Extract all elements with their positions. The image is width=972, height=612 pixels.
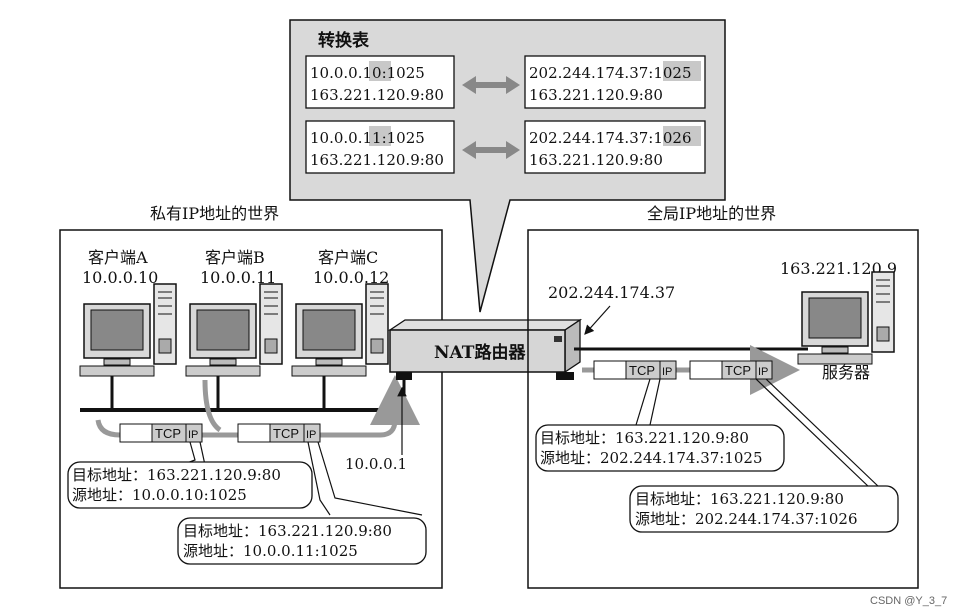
packet-ip-label: IP xyxy=(306,429,316,441)
client-b-ip: 10.0.0.11 xyxy=(200,268,276,287)
global-packet-1: TCP IP xyxy=(593,360,677,380)
private-packet-2-dst: 目标地址：163.221.120.9:80 xyxy=(183,522,392,540)
packet-ip-label: IP xyxy=(758,366,768,378)
global-packet-2-info xyxy=(629,485,899,533)
client-c-name: 客户端C xyxy=(318,248,378,267)
private-entry-2-dest: 163.221.120.9:80 xyxy=(310,151,444,169)
client-b-computer-icon xyxy=(185,283,283,377)
private-packet-2: TCP IP xyxy=(237,423,321,443)
private-packet-1-info xyxy=(67,461,313,509)
client-b-name: 客户端B xyxy=(205,248,265,267)
packet-ip-label: IP xyxy=(188,429,198,441)
watermark: CSDN @Y_3_7 xyxy=(870,595,947,607)
global-entry-1-dest: 163.221.120.9:80 xyxy=(529,86,663,104)
global-entry-2-dest: 163.221.120.9:80 xyxy=(529,151,663,169)
packet-tcp-label: TCP xyxy=(155,426,181,441)
global-packet-2-src: 源地址：202.244.174.37:1026 xyxy=(635,510,858,528)
leader-2 xyxy=(307,441,331,516)
global-packet-1-dst: 目标地址：163.221.120.9:80 xyxy=(540,429,749,447)
leader-4b xyxy=(765,378,881,489)
private-entry-1-highlight xyxy=(369,61,391,81)
global-entry-2-addr: 202.244.174.37:1026 xyxy=(529,129,692,147)
private-entry-1-addr: 10.0.0.10:1025 xyxy=(310,64,425,82)
router-inner-ip: 10.0.0.1 xyxy=(345,455,407,473)
router-label: NAT路由器 xyxy=(434,342,526,363)
private-world-title: 私有IP地址的世界 xyxy=(150,204,279,223)
global-packet-2: TCP IP xyxy=(689,360,773,380)
double-arrow-2 xyxy=(462,141,520,159)
private-packet-2-src: 源地址：10.0.0.11:1025 xyxy=(183,542,358,560)
client-a-name: 客户端A xyxy=(88,248,148,267)
path-from-b xyxy=(202,379,222,433)
global-packet-1-src: 源地址：202.244.174.37:1025 xyxy=(540,449,763,467)
global-entry-1-addr: 202.244.174.37:1025 xyxy=(529,64,692,82)
server-ip: 163.221.120.9 xyxy=(780,259,897,278)
global-packet-2-dst: 目标地址：163.221.120.9:80 xyxy=(635,490,844,508)
leader-3 xyxy=(635,378,651,426)
server-computer-icon xyxy=(797,271,895,365)
client-c-computer-icon xyxy=(291,283,389,377)
translation-table: 转换表 10.0.0.10:1025 163.221.120.9:80 202.… xyxy=(289,19,726,313)
private-packet-1-dst: 目标地址：163.221.120.9:80 xyxy=(72,466,281,484)
private-entry-2-highlight xyxy=(369,126,391,146)
client-a-ip: 10.0.0.10 xyxy=(82,268,158,287)
private-entry-1-dest: 163.221.120.9:80 xyxy=(310,86,444,104)
router-outer-ip: 202.244.174.37 xyxy=(548,283,675,302)
private-packet-1-src: 源地址：10.0.0.10:1025 xyxy=(72,486,247,504)
nat-router-icon xyxy=(387,318,583,380)
global-world-title: 全局IP地址的世界 xyxy=(647,204,776,223)
packet-tcp-label: TCP xyxy=(273,426,299,441)
packet-tcp-label: TCP xyxy=(629,363,655,378)
private-packet-1: TCP IP xyxy=(119,423,203,443)
packet-ip-label: IP xyxy=(662,366,672,378)
leader-4 xyxy=(755,378,871,489)
client-a-computer-icon xyxy=(79,283,177,377)
private-packet-2-info xyxy=(177,517,427,565)
client-c-ip: 10.0.0.12 xyxy=(313,268,389,287)
global-packet-1-info xyxy=(535,424,785,472)
global-world-box xyxy=(527,229,919,589)
private-entry-2-addr: 10.0.0.11:1025 xyxy=(310,129,425,147)
server-label: 服务器 xyxy=(822,363,870,382)
double-arrow-1 xyxy=(462,76,520,94)
global-entry-1-highlight xyxy=(663,61,701,81)
packet-tcp-label: TCP xyxy=(725,363,751,378)
private-packet-path xyxy=(95,375,420,438)
private-world-box xyxy=(59,229,443,589)
table-title: 转换表 xyxy=(318,30,370,51)
leader-2b xyxy=(317,441,423,516)
global-entry-2-highlight xyxy=(663,126,701,146)
outer-ip-pointer xyxy=(584,305,611,335)
leader-3b xyxy=(649,378,661,426)
